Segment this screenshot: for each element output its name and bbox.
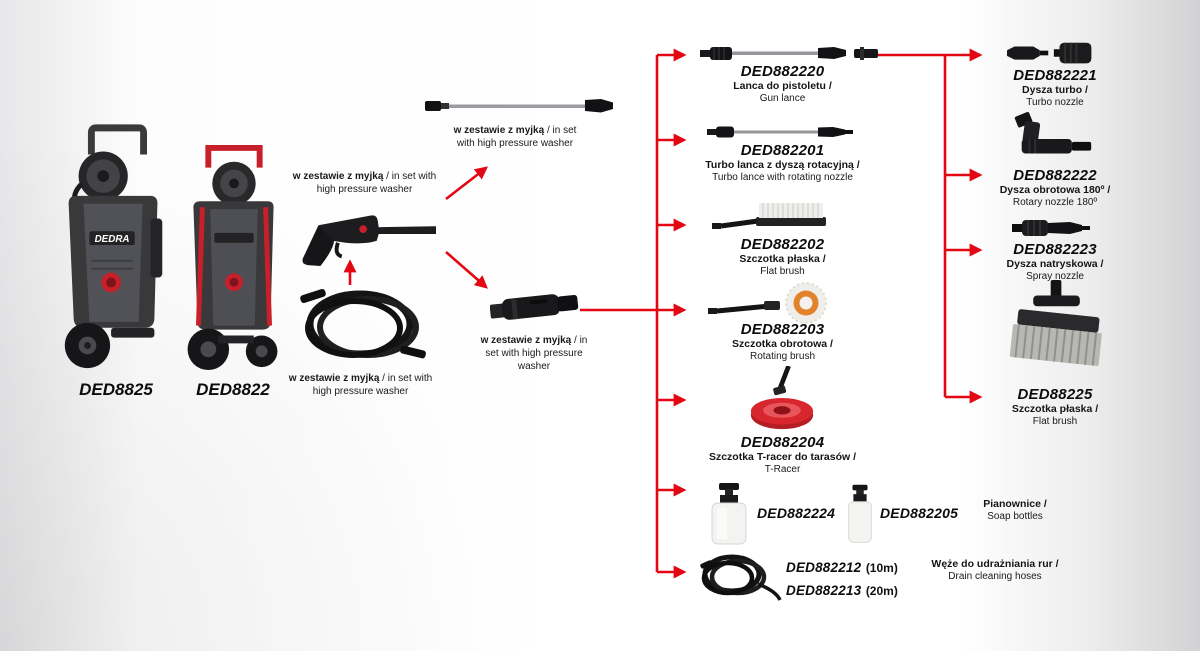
inset-note-bold: w zestawie z myjką xyxy=(480,335,572,346)
nozzle-code: DED882223 xyxy=(1013,241,1097,258)
drain-hose-code-2: DED882213 xyxy=(786,583,862,599)
accessory-code: DED882220 xyxy=(740,63,825,80)
soap-bottle-large-image xyxy=(703,483,755,545)
t-racer-image xyxy=(727,366,837,432)
washer-code-ded8822: DED8822 xyxy=(196,380,270,399)
accessory-name-pl: Szczotka płaska / xyxy=(739,253,826,266)
accessory-name-pl: Szczotka T-racer do tarasów / xyxy=(708,451,857,464)
inset-lance-image xyxy=(425,94,615,118)
washer-code-ded8825: DED8825 xyxy=(79,380,153,399)
accessory-code: DED882204 xyxy=(740,434,825,451)
nozzle-code: DED88225 xyxy=(1017,386,1093,403)
inset-note-bold: w zestawie z myjką xyxy=(288,373,380,384)
accessory-name-pl: Lanca do pistoletu / xyxy=(733,80,832,93)
inset-note-gun: w zestawie z myjką / in set with high pr… xyxy=(292,170,437,196)
spray-nozzle-image xyxy=(1012,216,1090,240)
pressure-washer-ded8822-image xyxy=(178,142,288,374)
flat-brush-image xyxy=(712,200,832,236)
nozzle-code: DED882221 xyxy=(1013,67,1097,84)
soap-bottles-name-en: Soap bottles xyxy=(987,510,1043,522)
accessory-name-en: Flat brush xyxy=(760,265,805,277)
gun-lance-image xyxy=(700,40,880,66)
soap-bottles-name-pl: Pianownice / xyxy=(983,498,1047,510)
soap-bottle-code-right: DED882205 xyxy=(880,505,959,521)
accessory-name-en: Turbo lance with rotating nozzle xyxy=(712,171,853,183)
drain-hose-codes: DED882212 (10m) DED882213 (20m) xyxy=(786,556,926,602)
washer-brand-text: DEDRA xyxy=(95,234,130,245)
accessory-code: DED882201 xyxy=(740,142,825,159)
spray-gun-image xyxy=(293,200,443,268)
drain-hose-length-1: (10m) xyxy=(865,561,898,575)
drain-hoses-name-pl: Węże do udrażniania rur / xyxy=(931,558,1059,570)
inset-note-rest: / in set with high pressure washer xyxy=(312,373,433,397)
accessory-ded882202: DED882202 Szczotka płaska / Flat brush xyxy=(690,236,875,278)
soap-bottle-code-left: DED882224 xyxy=(757,505,836,521)
drain-hose-image xyxy=(700,546,782,604)
accessory-name-en: T-Racer xyxy=(764,463,801,475)
inset-note-rest: / in set with high pressure washer xyxy=(316,171,437,195)
nozzle-ded882221: DED882221 Dysza turbo / Turbo nozzle xyxy=(985,67,1125,109)
accessory-ded882220: DED882220 Lanca do pistoletu / Gun lance xyxy=(690,63,875,105)
nozzle-name-en: Rotary nozzle 180º xyxy=(1012,196,1098,208)
large-flat-brush-image xyxy=(1005,280,1109,382)
accessory-name-pl: Szczotka obrotowa / xyxy=(732,338,833,351)
rotary-nozzle-image xyxy=(1012,112,1097,168)
soap-bottles-label: Pianownice / Soap bottles xyxy=(972,498,1058,523)
turbo-nozzle-image xyxy=(1002,38,1102,68)
pressure-washer-ded8825-image: DEDRA xyxy=(52,122,180,374)
accessory-code: DED882203 xyxy=(740,321,825,338)
accessory-ded882203: DED882203 Szczotka obrotowa / Rotating b… xyxy=(690,321,875,363)
nozzle-name-pl: Szczotka płaska / xyxy=(1011,403,1099,416)
inset-note-bold: w zestawie z myjką xyxy=(292,171,384,182)
accessory-ded882204: DED882204 Szczotka T-racer do tarasów / … xyxy=(690,434,875,476)
drain-hose-code-1: DED882212 xyxy=(786,560,862,575)
nozzle-name-en: Turbo nozzle xyxy=(1026,96,1084,108)
nozzle-ded882222: DED882222 Dysza obrotowa 180º / Rotary n… xyxy=(985,167,1125,209)
inset-note-hose: w zestawie z myjką / in set with high pr… xyxy=(288,372,433,398)
drain-hoses-name-en: Drain cleaning hoses xyxy=(948,570,1042,582)
accessory-ded882201: DED882201 Turbo lanca z dyszą rotacyjną … xyxy=(690,142,875,184)
inset-adapter-image xyxy=(490,286,582,328)
nozzle-name-en: Flat brush xyxy=(1032,415,1078,427)
nozzle-ded88225: DED88225 Szczotka płaska / Flat brush xyxy=(985,386,1125,428)
inset-note-rest: / in set with high pressure washer xyxy=(456,125,577,149)
nozzle-name-pl: Dysza natryskowa / xyxy=(1006,258,1104,271)
inset-note-rest: / in set with high pressure washer xyxy=(485,335,588,372)
soap-bottle-small-image xyxy=(843,483,877,545)
nozzle-name-pl: Dysza turbo / xyxy=(1022,84,1088,97)
pressure-hose-image xyxy=(298,278,428,368)
rotating-brush-image xyxy=(708,281,838,325)
drain-hoses-label: Węże do udrażniania rur / Drain cleaning… xyxy=(915,558,1075,583)
accessory-name-en: Rotating brush xyxy=(749,350,816,362)
nozzle-code: DED882222 xyxy=(1013,167,1097,184)
accessory-name-en: Gun lance xyxy=(759,92,806,104)
inset-note-lance: w zestawie z myjką / in set with high pr… xyxy=(445,124,585,150)
inset-note-adapter: w zestawie z myjką / in set with high pr… xyxy=(478,334,590,373)
accessory-code: DED882202 xyxy=(740,236,825,253)
drain-hose-length-2: (20m) xyxy=(865,584,898,599)
accessory-name-pl: Turbo lanca z dyszą rotacyjną / xyxy=(705,159,860,172)
nozzle-ded882223: DED882223 Dysza natryskowa / Spray nozzl… xyxy=(985,241,1125,283)
nozzle-name-pl: Dysza obrotowa 180º / xyxy=(999,184,1111,197)
inset-note-bold: w zestawie z myjką xyxy=(453,125,545,136)
turbo-lance-image xyxy=(707,122,857,142)
nozzle-name-en: Spray nozzle xyxy=(1026,270,1084,282)
